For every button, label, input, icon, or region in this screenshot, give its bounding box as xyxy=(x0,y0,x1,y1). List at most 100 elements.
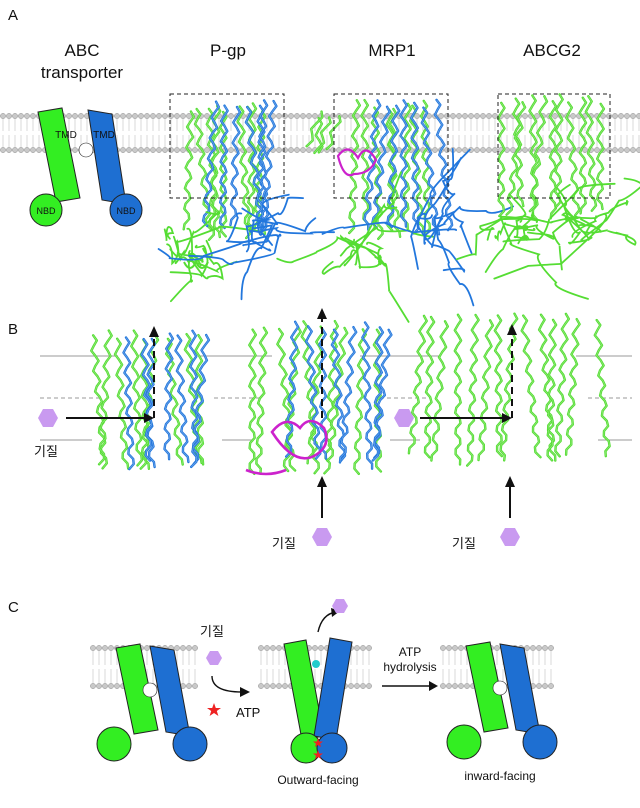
helix xyxy=(423,315,436,459)
lipid-head xyxy=(282,683,288,689)
domain-loop xyxy=(321,249,359,275)
helix xyxy=(433,98,454,232)
lipid-head xyxy=(354,683,360,689)
helix-highlight xyxy=(306,111,323,147)
pgp-tmd-box xyxy=(169,93,285,199)
helix-highlight xyxy=(521,315,541,458)
helix-highlight xyxy=(361,99,369,230)
helix xyxy=(255,326,269,475)
lipid-head xyxy=(108,683,114,689)
lipid-head xyxy=(542,683,548,689)
substrate-label-b2: 기질 xyxy=(272,536,296,551)
helix xyxy=(205,107,221,239)
lipid-head xyxy=(330,113,336,119)
lipid-head xyxy=(264,645,270,651)
helix xyxy=(528,94,539,222)
domain-loop xyxy=(249,226,335,235)
lipid-head xyxy=(270,645,276,651)
substrate-hexagon-1 xyxy=(38,409,58,427)
helix xyxy=(348,99,361,235)
helix xyxy=(188,329,200,466)
lipid-head xyxy=(132,113,138,119)
lipid-head xyxy=(66,113,72,119)
domain-loop xyxy=(551,215,598,271)
lipid-head xyxy=(342,113,348,119)
helix xyxy=(248,328,257,475)
lipid-head xyxy=(492,147,498,153)
helix-highlight xyxy=(326,116,341,150)
lipid-head xyxy=(522,147,528,153)
helix xyxy=(548,100,558,220)
helix-highlight xyxy=(478,320,494,461)
lipid-head xyxy=(446,683,452,689)
pgp-tmd-closeup xyxy=(90,329,211,471)
lipid-head xyxy=(294,113,300,119)
helix xyxy=(218,104,229,230)
substrate-label-c: 기질 xyxy=(200,624,224,639)
helix-highlight xyxy=(372,329,392,461)
helix xyxy=(565,101,581,217)
helix-highlight xyxy=(424,316,435,458)
globular-domain xyxy=(455,182,616,300)
helix-highlight xyxy=(256,100,268,230)
helix-highlight xyxy=(260,100,277,233)
lipid-head xyxy=(606,113,612,119)
helix xyxy=(163,332,175,461)
helix xyxy=(386,104,401,228)
lipid-head xyxy=(18,113,24,119)
helix-highlight xyxy=(529,95,538,221)
helix-highlight xyxy=(454,314,462,465)
lipid-head xyxy=(530,645,536,651)
domain-loop xyxy=(498,215,602,233)
lipid-head xyxy=(132,147,138,153)
lipid-head xyxy=(446,645,452,651)
transporter-outward xyxy=(283,637,353,764)
state-outward-label: Outward-facing xyxy=(277,773,358,787)
lipid-head xyxy=(552,113,558,119)
lipid-head xyxy=(440,645,446,651)
domain-loop xyxy=(354,171,402,266)
protein-helices xyxy=(363,98,454,236)
lipid-head xyxy=(570,113,576,119)
helix-highlight xyxy=(230,106,241,226)
lipid-head xyxy=(366,113,372,119)
lipid-head xyxy=(366,683,372,689)
lipid-head xyxy=(492,113,498,119)
lipid-head xyxy=(480,113,486,119)
helix xyxy=(361,321,374,470)
domain-loop xyxy=(556,186,593,245)
nbd-label-left: NBD xyxy=(36,206,56,216)
lipid-head xyxy=(612,113,618,119)
lipid-head xyxy=(120,113,126,119)
pgp-structure xyxy=(157,93,335,303)
helix-highlight xyxy=(399,100,408,227)
lipid-head xyxy=(138,147,144,153)
domain-loop xyxy=(339,234,387,267)
helix-highlight xyxy=(372,106,391,228)
lipid-head xyxy=(192,645,198,651)
abcg2-structure xyxy=(455,93,640,300)
helix-highlight xyxy=(431,321,449,461)
helix xyxy=(259,99,278,234)
lipid-head xyxy=(510,147,516,153)
helix xyxy=(360,98,370,231)
helix-highlight xyxy=(175,335,189,463)
helix xyxy=(306,325,325,465)
lipid-head xyxy=(156,147,162,153)
lipid-head xyxy=(126,147,132,153)
helix-highlight xyxy=(248,329,257,475)
helix xyxy=(493,314,503,458)
helix-highlight xyxy=(276,328,296,471)
lipid-head xyxy=(72,147,78,153)
substrate-label-b1: 기질 xyxy=(34,444,58,459)
lipid-head xyxy=(180,147,186,153)
lipid-head xyxy=(78,113,84,119)
helix xyxy=(285,320,300,458)
lipid-head xyxy=(258,683,264,689)
nbd-green xyxy=(29,193,63,227)
lipid-head xyxy=(456,113,462,119)
lipid-head xyxy=(366,645,372,651)
mrp1-structure xyxy=(276,93,514,323)
helix-highlight xyxy=(374,327,384,458)
helix xyxy=(255,99,269,231)
